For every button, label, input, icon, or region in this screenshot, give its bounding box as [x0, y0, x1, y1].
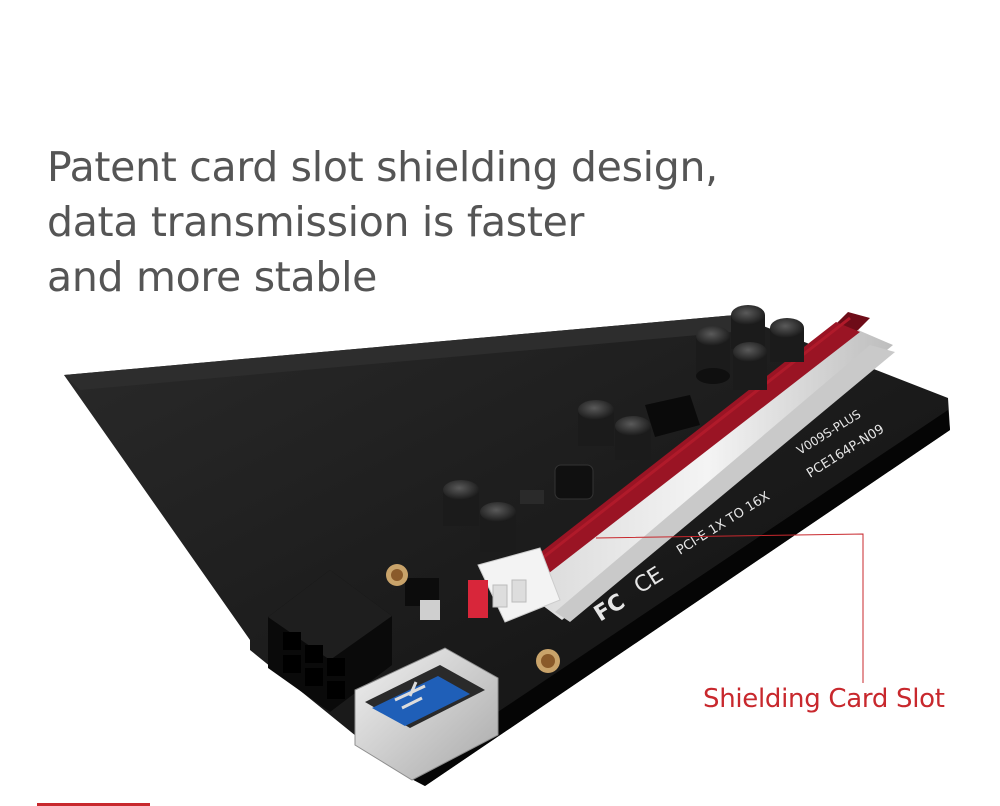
usb-3-port: [354, 647, 499, 781]
capacitors: [443, 305, 804, 552]
pcie-shielding-slot: [518, 312, 895, 622]
board-components: [386, 395, 700, 673]
headline-line-2: data transmission is faster: [47, 198, 585, 246]
slot-latch: [468, 547, 561, 623]
callout-label: Shielding Card Slot: [703, 684, 945, 714]
accent-rule: [37, 803, 150, 806]
callout-leader-line: [595, 533, 864, 683]
six-pin-power-connector: [268, 570, 392, 712]
headline-line-1: Patent card slot shielding design,: [47, 143, 718, 191]
headline-line-3: and more stable: [47, 253, 378, 301]
headline: Patent card slot shielding design, data …: [47, 140, 718, 305]
